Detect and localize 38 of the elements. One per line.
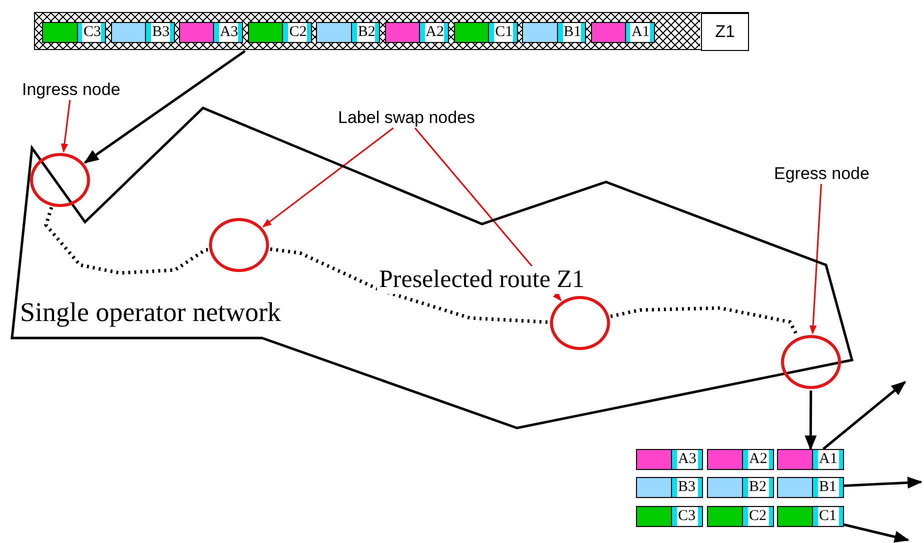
packet: C2 bbox=[248, 22, 312, 43]
packet-strip bbox=[34, 12, 749, 50]
packet: A2 bbox=[707, 449, 774, 470]
arrow bbox=[822, 381, 906, 450]
route-path bbox=[44, 206, 208, 275]
route-path bbox=[270, 247, 549, 324]
arrow bbox=[84, 50, 246, 164]
node-ring-marker bbox=[550, 296, 610, 350]
packet: A3 bbox=[636, 449, 703, 470]
arrow bbox=[844, 476, 922, 489]
node-ring-marker bbox=[30, 153, 90, 207]
packet: B3 bbox=[636, 477, 703, 498]
arrow bbox=[844, 523, 910, 543]
packet: A2 bbox=[385, 22, 449, 43]
arrow bbox=[262, 127, 394, 228]
region-label: Single operator network bbox=[20, 297, 281, 328]
callout-label: Ingress node bbox=[22, 80, 120, 100]
arrow bbox=[60, 100, 71, 153]
packet: A1 bbox=[777, 449, 844, 470]
route-tag: Z1 bbox=[701, 13, 749, 51]
node-ring-marker bbox=[781, 335, 841, 389]
arrow bbox=[809, 184, 822, 334]
packet: B2 bbox=[316, 22, 380, 43]
packet: C3 bbox=[636, 506, 703, 527]
arrow bbox=[804, 390, 817, 450]
packet: B3 bbox=[110, 22, 175, 43]
packet: A3 bbox=[179, 22, 244, 43]
packet: C2 bbox=[707, 506, 774, 527]
packet: B2 bbox=[707, 477, 774, 498]
packet: C1 bbox=[454, 22, 518, 43]
callout-label: Label swap nodes bbox=[338, 108, 476, 128]
packet: C1 bbox=[777, 506, 844, 527]
packet: B1 bbox=[522, 22, 586, 43]
packet: C3 bbox=[42, 22, 106, 43]
packet: B1 bbox=[777, 477, 844, 498]
packet: A1 bbox=[590, 22, 655, 43]
callout-label: Egress node bbox=[774, 164, 870, 184]
node-ring-marker bbox=[209, 218, 269, 272]
